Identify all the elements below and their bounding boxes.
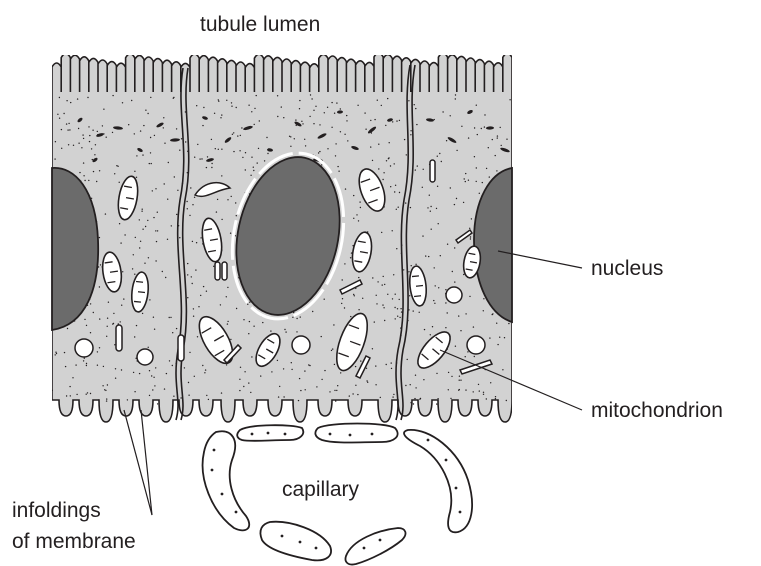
vesicle xyxy=(75,339,93,357)
label-infoldings-line1: infoldings xyxy=(12,499,101,523)
vesicle xyxy=(116,325,122,351)
vesicle xyxy=(292,336,310,354)
vesicle xyxy=(137,349,153,365)
vesicle xyxy=(446,287,462,303)
vesicle xyxy=(467,336,485,354)
label-tubule-lumen: tubule lumen xyxy=(200,13,320,37)
capillary-endothelium xyxy=(203,431,250,530)
leader-infolding-2 xyxy=(141,410,152,515)
capillary-endothelium xyxy=(315,424,397,443)
label-infoldings-line2: of membrane xyxy=(12,530,136,554)
vesicle xyxy=(222,262,227,280)
capillary-endothelium xyxy=(404,430,472,532)
capillary-endothelium xyxy=(237,425,303,441)
vesicle xyxy=(215,262,220,280)
vesicle xyxy=(430,160,435,182)
label-mitochondrion: mitochondrion xyxy=(591,399,723,423)
leader-infolding-1 xyxy=(124,410,152,515)
capillary-endothelium xyxy=(345,528,405,565)
vesicle xyxy=(178,335,184,361)
label-capillary: capillary xyxy=(282,478,359,502)
capillary-endothelium xyxy=(260,522,331,561)
label-nucleus: nucleus xyxy=(591,257,663,281)
